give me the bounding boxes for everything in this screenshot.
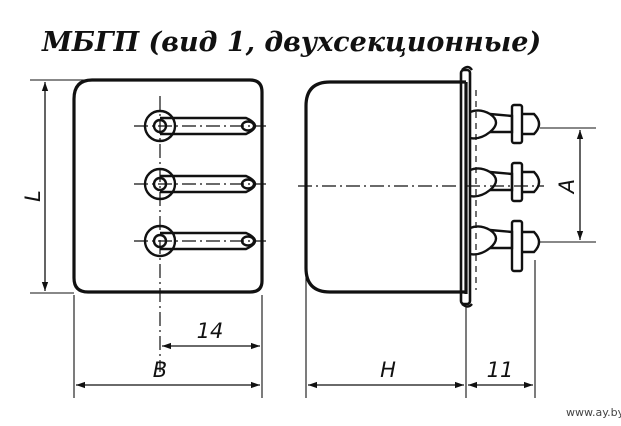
front-terminal-2 [134,167,266,201]
dimension-B: B [76,358,260,389]
side-view: A H 11 [298,65,596,398]
front-terminals [134,109,266,258]
side-terminal-3 [469,219,541,273]
dimension-L: L [21,79,88,294]
front-terminal-3 [134,224,266,258]
dimension-H: H [308,358,464,389]
dimension-14: 14 [162,319,260,350]
side-terminals [469,103,541,273]
dimension-B-label: B [153,358,167,382]
dimension-A-label: A [555,179,579,195]
dimension-14-label: 14 [197,319,224,343]
side-view-flange [459,65,473,308]
dimension-11-label: 11 [487,358,514,382]
front-terminal-1 [134,109,266,143]
dimension-L-label: L [21,190,45,202]
side-view-body [304,80,466,294]
dimension-H-label: H [380,358,396,382]
side-terminal-1 [469,103,541,145]
front-view: L 14 B [21,78,266,398]
drawing-title: МБГП (вид 1, двухсекционные) [41,27,541,58]
side-terminal-2 [469,161,541,203]
dimension-A: A [540,127,596,243]
front-view-body [72,78,264,294]
watermark: www.ay.by [566,406,621,419]
dimension-11: 11 [468,358,533,389]
